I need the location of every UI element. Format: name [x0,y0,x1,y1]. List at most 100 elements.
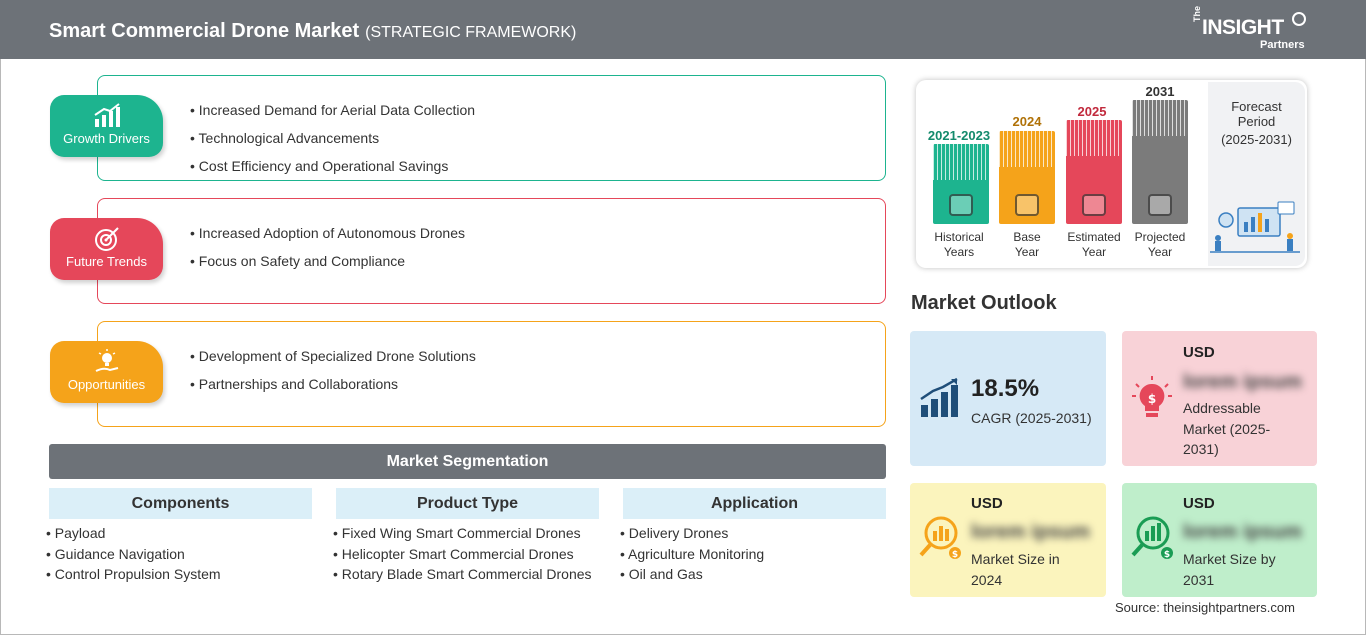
caption-historical-2: Years [943,245,975,259]
caption-estimated-1: Estimated [1067,230,1121,244]
list-item: Focus on Safety and Compliance [190,247,465,275]
addressable-label-1: Addressable [1183,400,1261,416]
cagr-value: 18.5% [971,375,1040,402]
list-item: Delivery Drones [620,523,764,544]
growth-chart-icon [93,103,120,127]
size-2031-label: Market Size by 2031 [1183,549,1276,590]
cagr-label: CAGR (2025-2031) [971,410,1092,426]
forecast-line1: Forecast [1231,99,1282,114]
product-type-list: Fixed Wing Smart Commercial Drones Helic… [333,523,592,585]
segment-heading-product-type: Product Type [336,488,599,519]
forecast-line2: Period [1237,114,1276,129]
cagr-card: 18.5% CAGR (2025-2031) [910,331,1106,466]
lightbulb-hand-icon [95,349,118,372]
logo-partners: Partners [1260,39,1305,51]
svg-text:$: $ [1148,392,1156,406]
list-item: Fixed Wing Smart Commercial Drones [333,523,592,544]
size-2024-currency: USD [971,495,1003,512]
addressable-currency: USD [1183,344,1215,361]
list-item: Oil and Gas [620,564,764,585]
list-item: Payload [46,523,221,544]
list-item: Control Propulsion System [46,564,221,585]
addressable-value-blurred: lorem ipsum [1183,371,1302,393]
caption-projected-1: Projected [1134,230,1186,244]
addressable-label-3: 2031) [1183,441,1219,457]
future-trends-list: Increased Adoption of Autonomous Drones … [190,219,465,275]
presentation-icon [1148,194,1172,216]
market-size-2031-card: $ USD lorem ipsum Market Size by 2031 [1122,483,1317,597]
market-segmentation-bar: Market Segmentation [49,444,886,479]
list-item: Development of Specialized Drone Solutio… [190,342,476,370]
opportunities-box: Development of Specialized Drone Solutio… [97,321,886,427]
insight-partners-logo: The INSIGHT Partners [1192,6,1312,52]
future-trends-box: Increased Adoption of Autonomous Drones … [97,198,886,304]
growth-drivers-label: Growth Drivers [63,131,150,146]
magnifier-growth-icon: $ [1131,516,1173,560]
list-item: Cost Efficiency and Operational Savings [190,152,475,180]
market-size-2024-card: $ USD lorem ipsum Market Size in 2024 [910,483,1106,597]
idea-dollar-icon: $ [1132,376,1172,417]
bar-historical [933,144,989,224]
list-item: Increased Adoption of Autonomous Drones [190,219,465,247]
page-title: Smart Commercial Drone Market (STRATEGIC … [49,20,576,43]
growth-drivers-badge: Growth Drivers [50,95,163,157]
growth-drivers-list: Increased Demand for Aerial Data Collect… [190,96,476,180]
size-2031-value-blurred: lorem ipsum [1183,521,1302,543]
caption-estimated-2: Year [1081,245,1107,259]
list-item: Technological Advancements [190,124,475,152]
segment-heading-components: Components [49,488,312,519]
size-2031-label-2: 2031 [1183,571,1215,588]
logo-insight: INSIGHT [1202,16,1284,39]
year-base: 2024 [1012,114,1042,129]
growth-bars-icon [920,377,958,417]
growth-drivers-box: Increased Demand for Aerial Data Collect… [97,75,886,181]
list-item: Helicopter Smart Commercial Drones [333,544,592,565]
size-2031-label-1: Market Size by [1183,551,1276,567]
application-list: Delivery Drones Agriculture Monitoring O… [620,523,764,585]
list-item: Partnerships and Collaborations [190,370,476,398]
opportunities-label: Opportunities [67,377,146,392]
future-trends-label: Future Trends [66,254,147,269]
size-2031-currency: USD [1183,495,1215,512]
year-projected: 2031 [1145,84,1175,99]
year-estimated: 2025 [1077,104,1107,119]
size-2024-value-blurred: lorem ipsum [971,521,1090,543]
history-icon [949,194,973,216]
list-item: Guidance Navigation [46,544,221,565]
list-item: Rotary Blade Smart Commercial Drones [333,564,592,585]
calendar-icon [1015,194,1039,216]
source-text: Source: theinsightpartners.com [1115,600,1295,615]
addressable-label-2: Market (2025- [1183,420,1271,437]
market-outlook-title: Market Outlook [911,292,1057,314]
bar-base [999,131,1055,224]
svg-text:$: $ [1164,550,1170,560]
opportunities-badge: Opportunities [50,341,163,403]
opportunities-list: Development of Specialized Drone Solutio… [190,342,476,398]
magnifier-chart-icon: $ [919,516,961,560]
list-item: Increased Demand for Aerial Data Collect… [190,96,475,124]
size-2024-label: Market Size in 2024 [971,549,1060,590]
settings-chart-icon [1082,194,1106,216]
size-2024-label-1: Market Size in [971,551,1060,567]
year-historical: 2021-2023 [927,128,991,143]
header-bar: Smart Commercial Drone Market (STRATEGIC … [0,0,1366,59]
bar-estimated [1066,120,1122,224]
bar-projected [1132,100,1188,224]
logo-the: The [1192,5,1202,22]
logo-ring-icon [1292,12,1306,26]
caption-base-1: Base [1013,230,1041,244]
segment-heading-application: Application [623,488,886,519]
title-text: Smart Commercial Drone Market [49,20,360,42]
caption-projected-2: Year [1147,245,1173,259]
subtitle-text: (STRATEGIC FRAMEWORK) [365,24,577,41]
list-item: Agriculture Monitoring [620,544,764,565]
future-trends-badge: Future Trends [50,218,163,280]
svg-text:$: $ [952,550,958,560]
size-2024-label-2: 2024 [971,571,1003,588]
